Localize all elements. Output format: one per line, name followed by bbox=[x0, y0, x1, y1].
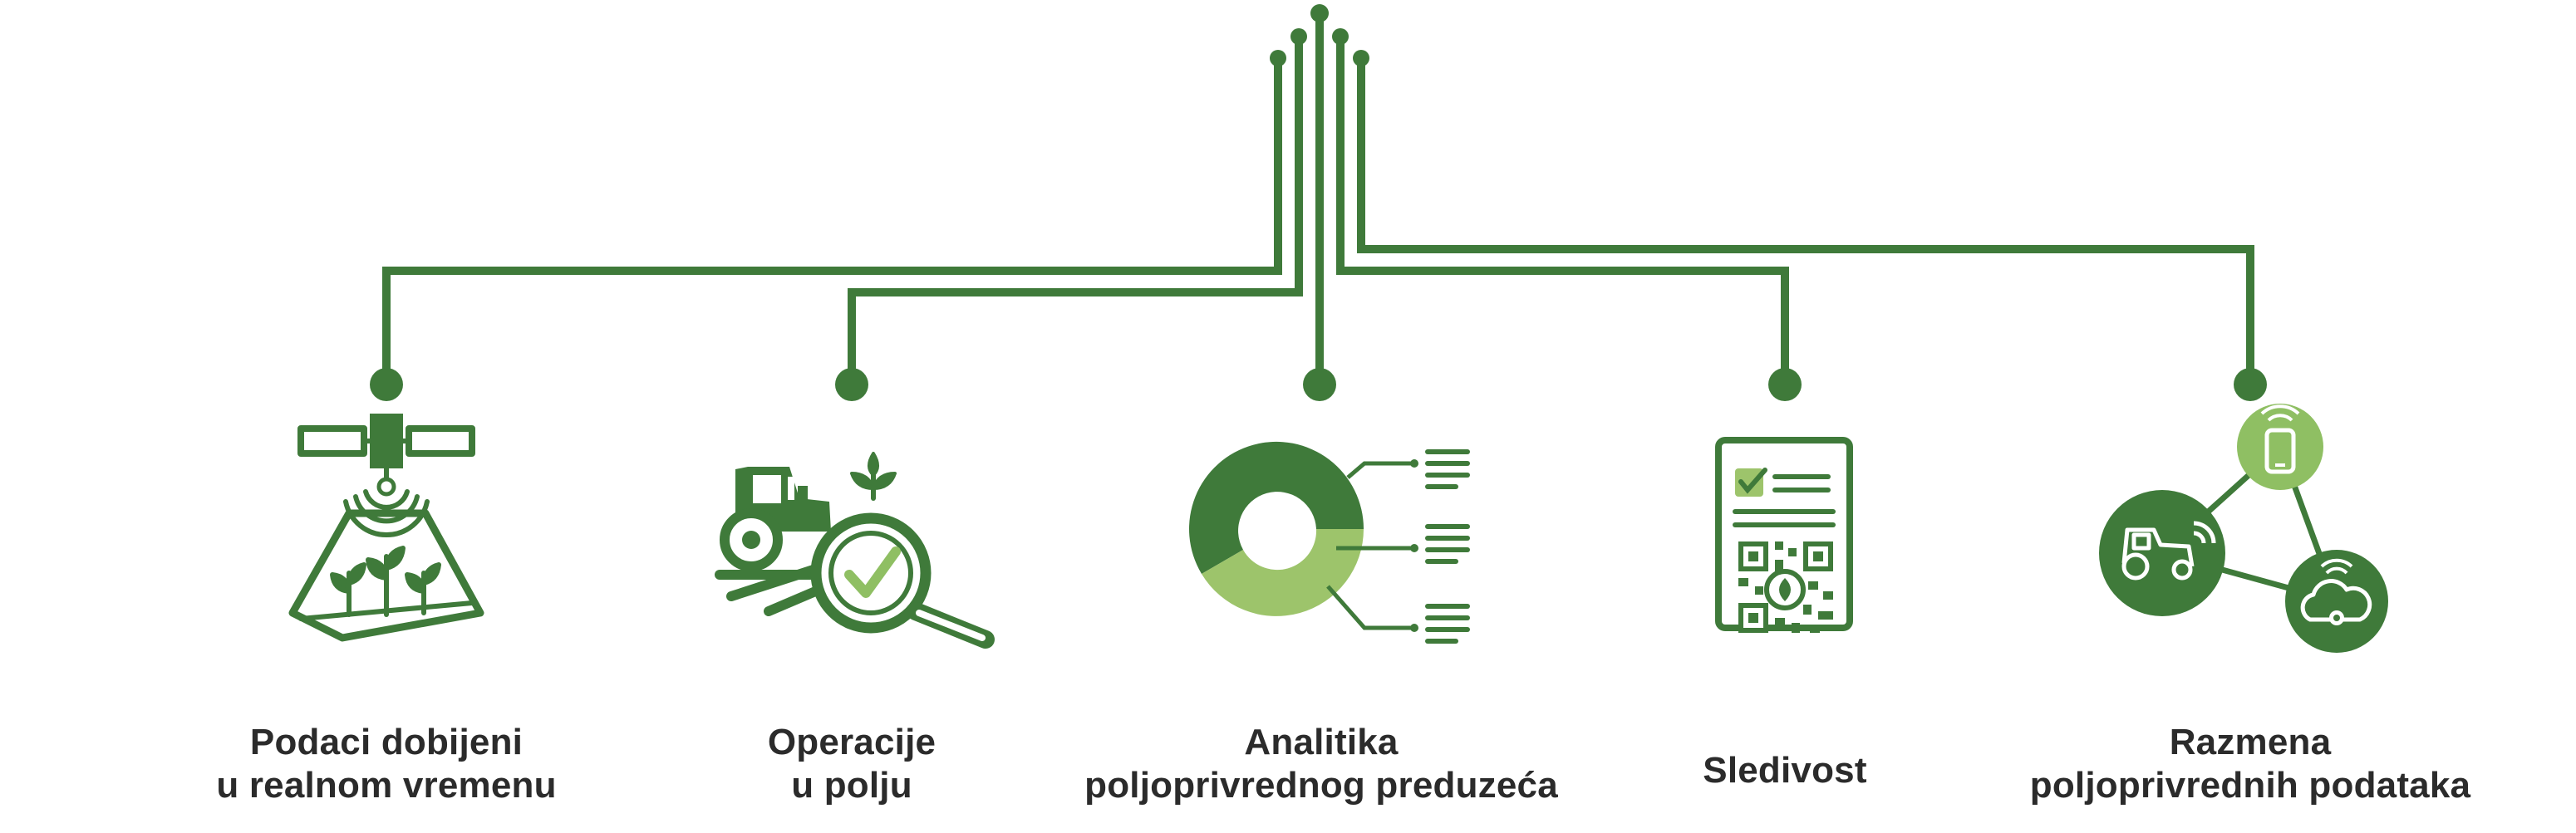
connector-end-dot bbox=[1768, 368, 1802, 401]
connector-line-5 bbox=[1357, 58, 2254, 384]
connector-nodes bbox=[370, 4, 2267, 401]
connector-end-dot bbox=[2234, 368, 2267, 401]
label-line: Razmena bbox=[2169, 722, 2332, 762]
connector-end-dot bbox=[370, 368, 403, 401]
donut-segment-light bbox=[1202, 529, 1364, 616]
donut-segment-dark bbox=[1189, 441, 1364, 574]
connector-top-dot bbox=[1353, 50, 1369, 66]
label-data-exchange: Razmena poljoprivrednih podataka bbox=[2009, 721, 2491, 807]
label-enterprise-analytics: Analitika poljoprivrednog preduzeća bbox=[1080, 721, 1562, 807]
connector-top-dot bbox=[1290, 28, 1307, 45]
connector-top-dot bbox=[1270, 50, 1286, 66]
label-field-operations: Operacije u polju bbox=[619, 721, 1084, 807]
label-line: u polju bbox=[791, 765, 912, 806]
connector-tree bbox=[382, 15, 2254, 384]
donut-chart-icon bbox=[1189, 441, 1470, 644]
label-line: Podaci dobijeni bbox=[249, 722, 524, 762]
connector-line-1 bbox=[382, 58, 1282, 384]
label-real-time-data: Podaci dobijeni u realnom vremenu bbox=[154, 721, 619, 807]
connector-line-2 bbox=[848, 37, 1303, 384]
qr-document-icon bbox=[1715, 437, 1853, 633]
label-traceability: Sledivost bbox=[1552, 749, 2018, 792]
label-line: poljoprivrednih podataka bbox=[2029, 765, 2471, 806]
connector-end-dot bbox=[835, 368, 868, 401]
label-line: Sledivost bbox=[1703, 750, 1867, 791]
satellite-field-icon bbox=[288, 414, 484, 642]
label-line: poljoprivrednog preduzeća bbox=[1084, 765, 1558, 806]
connector-top-dot bbox=[1310, 4, 1329, 22]
label-line: Analitika bbox=[1244, 722, 1399, 762]
label-line: Operacije bbox=[767, 722, 937, 762]
data-exchange-network-icon bbox=[2099, 404, 2388, 653]
connector-end-dot bbox=[1303, 368, 1336, 401]
tractor-magnifier-check-icon bbox=[715, 452, 995, 649]
label-line: u realnom vremenu bbox=[216, 765, 557, 806]
connector-top-dot bbox=[1332, 28, 1349, 45]
connector-line-4 bbox=[1336, 37, 1789, 384]
